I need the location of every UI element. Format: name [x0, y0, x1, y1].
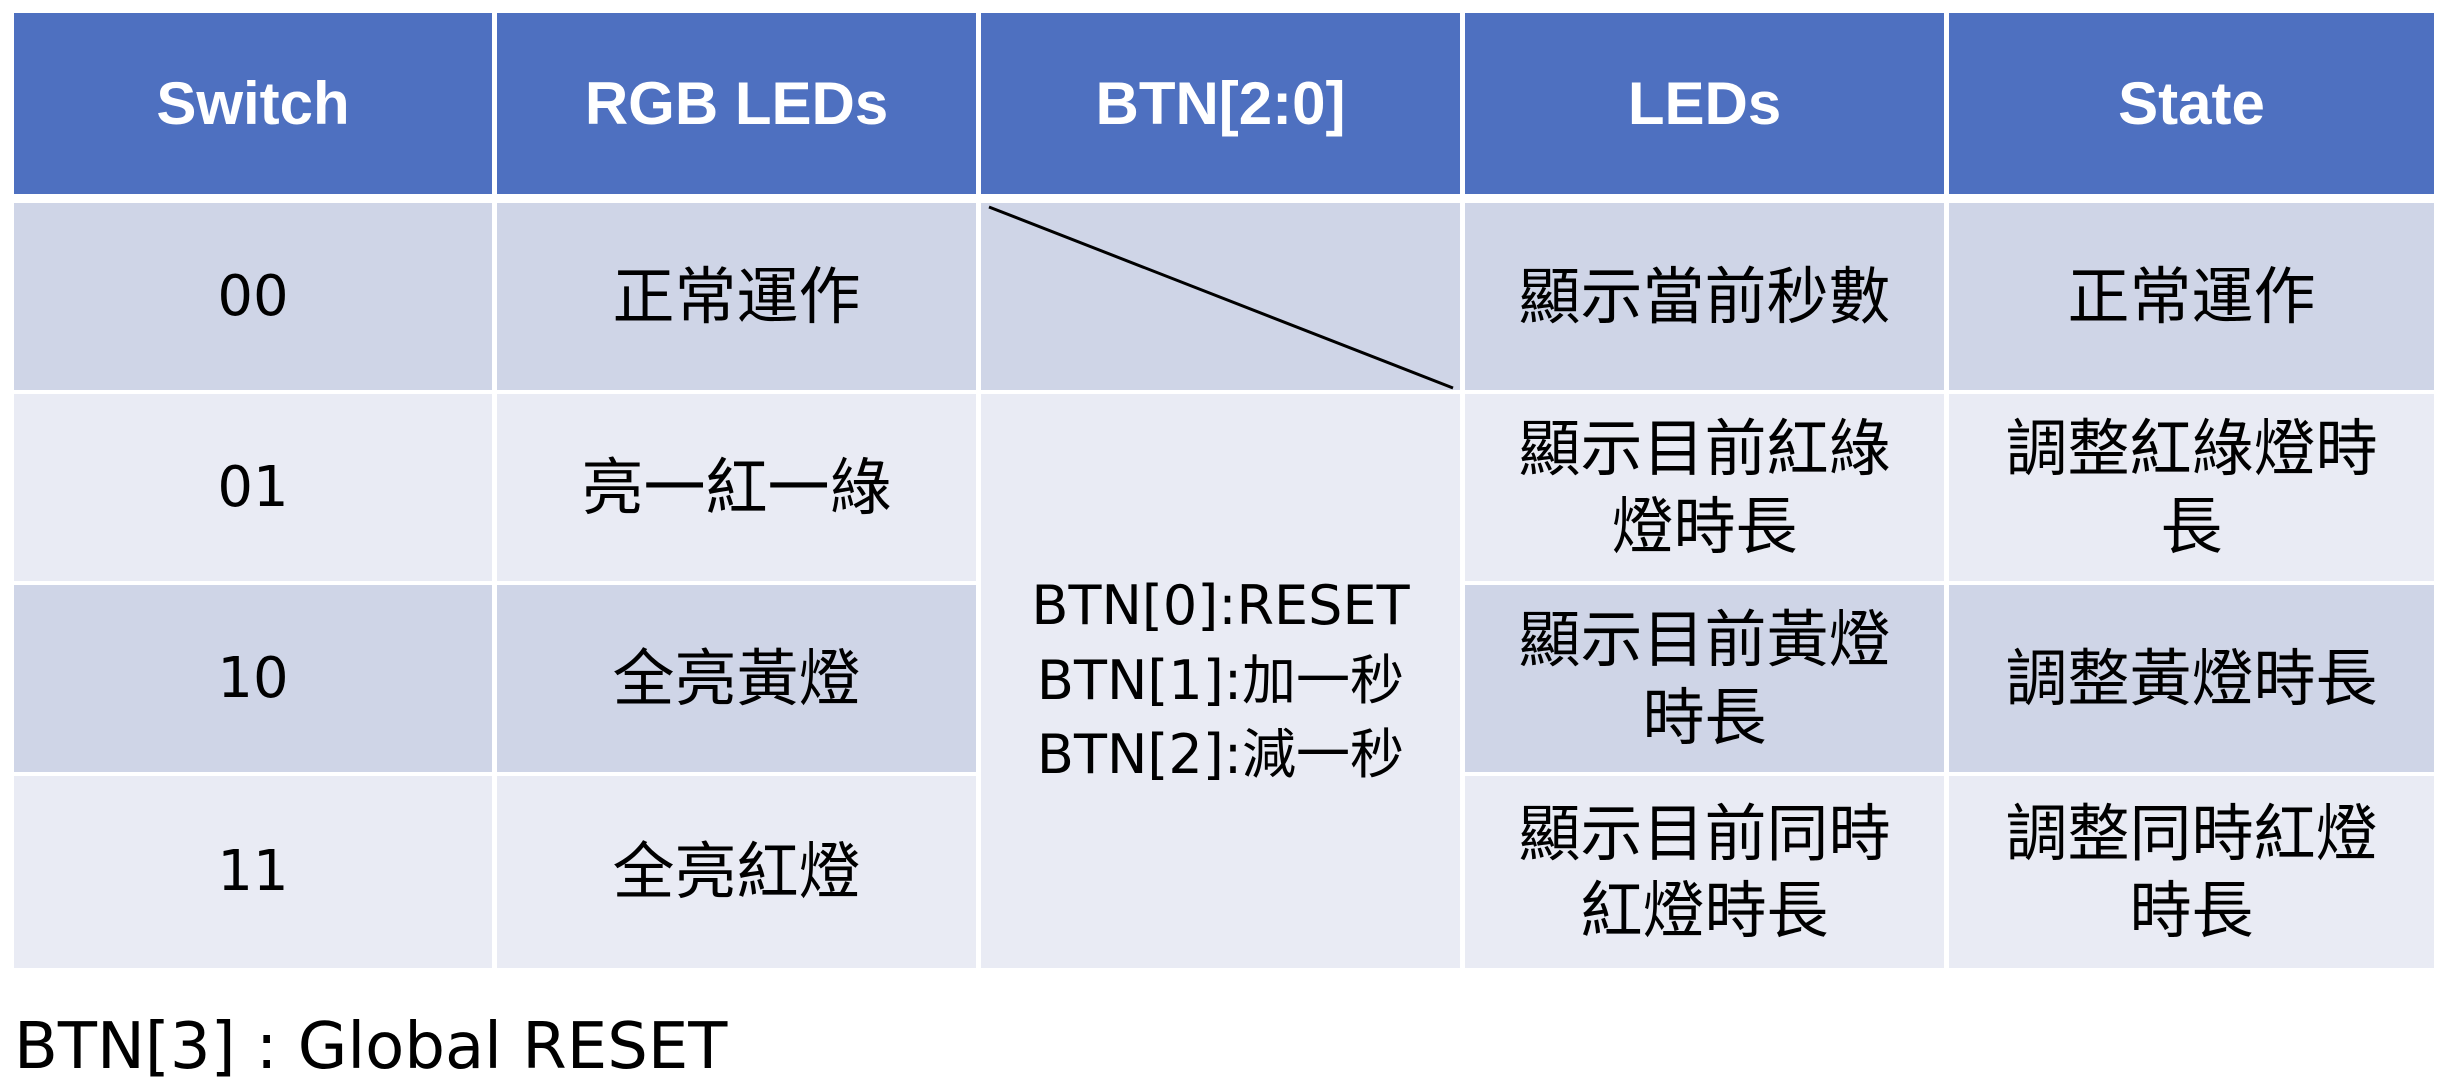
header-btn: BTN[2:0]	[981, 13, 1465, 203]
row-01-switch: 01	[14, 394, 497, 585]
row-11-state: 調整同時紅燈 時長	[1949, 776, 2434, 968]
header-switch: Switch	[14, 13, 497, 203]
row-11-leds: 顯示目前同時 紅燈時長	[1465, 776, 1949, 968]
diagonal-line	[988, 205, 1454, 390]
row-11-rgb: 全亮紅燈	[497, 776, 981, 968]
row-01-rgb: 亮一紅一綠	[497, 394, 981, 585]
header-state: State	[1949, 13, 2434, 203]
row-01-state: 調整紅綠燈時 長	[1949, 394, 2434, 585]
row-00-switch: 00	[14, 203, 497, 394]
row-10-rgb: 全亮黃燈	[497, 585, 981, 776]
row-01-leds: 顯示目前紅綠 燈時長	[1465, 394, 1949, 585]
header-leds: LEDs	[1465, 13, 1949, 203]
row-10-switch: 10	[14, 585, 497, 776]
row-11-switch: 11	[14, 776, 497, 968]
btn-functions: BTN[0]:RESET BTN[1]:加一秒 BTN[2]:減一秒	[981, 394, 1465, 968]
row-00-rgb: 正常運作	[497, 203, 981, 394]
row-00-state: 正常運作	[1949, 203, 2434, 394]
spec-table: Switch RGB LEDs BTN[2:0] LEDs State 00 正…	[14, 13, 2434, 978]
footer-note: BTN[3] : Global RESET	[14, 1010, 728, 1084]
header-rgb-leds: RGB LEDs	[497, 13, 981, 203]
row-10-leds: 顯示目前黃燈 時長	[1465, 585, 1949, 776]
btn-empty-diagonal-cell	[981, 203, 1465, 394]
row-00-leds: 顯示當前秒數	[1465, 203, 1949, 394]
row-10-state: 調整黃燈時長	[1949, 585, 2434, 776]
